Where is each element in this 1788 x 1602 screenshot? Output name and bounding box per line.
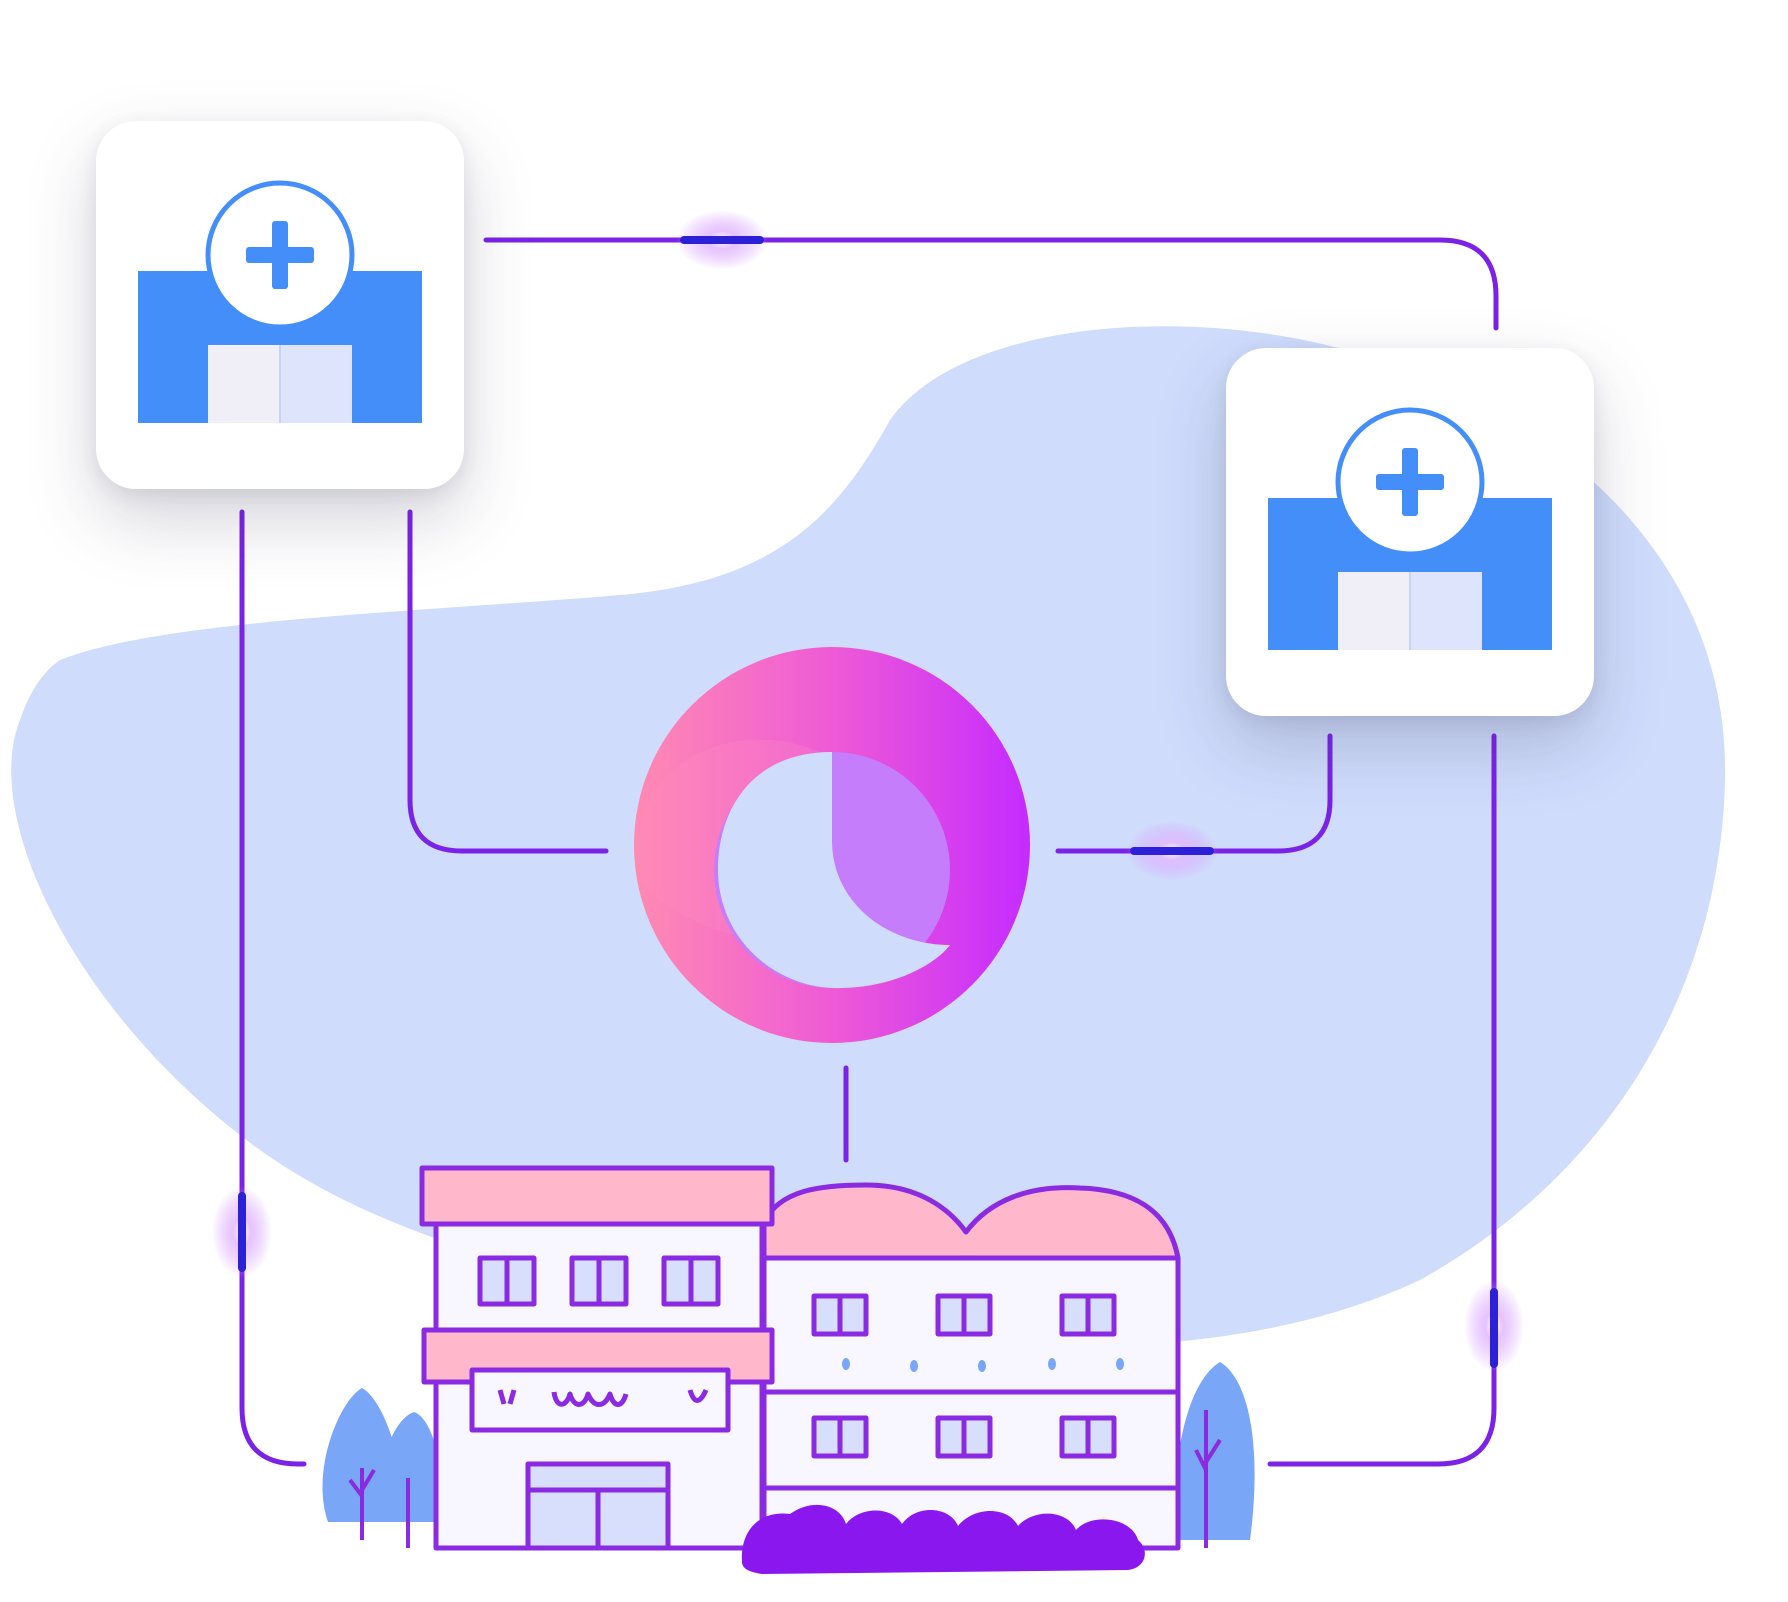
hospital-icon — [138, 180, 422, 423]
windows-right-upper — [811, 1293, 1117, 1337]
connector-left-outer — [239, 509, 307, 1467]
connector-right-outer — [1267, 733, 1497, 1467]
signal-glows — [212, 210, 1524, 1372]
right-wing-roof — [761, 1182, 1181, 1261]
windows-right-lower — [811, 1415, 1117, 1459]
wall-dots — [842, 1358, 1124, 1372]
connector-top — [483, 237, 1499, 331]
clinic-building — [322, 1165, 1255, 1574]
hospital-card-top-left — [96, 121, 464, 489]
connector-left-inner — [407, 509, 609, 854]
platform-logo — [634, 647, 1030, 1043]
left-block-roof — [419, 1165, 775, 1227]
clinic-signboard — [469, 1367, 731, 1433]
hospital-icon — [1268, 407, 1552, 650]
tree-right — [1174, 1362, 1255, 1548]
shrubs — [741, 1504, 1145, 1574]
tree-left — [322, 1388, 441, 1548]
hospital-card-right — [1226, 348, 1594, 716]
windows-left-upper — [477, 1255, 721, 1307]
connector-right-inner — [1055, 733, 1333, 854]
logo-inner-cutout — [718, 752, 950, 989]
signboard-marks — [497, 1388, 709, 1407]
